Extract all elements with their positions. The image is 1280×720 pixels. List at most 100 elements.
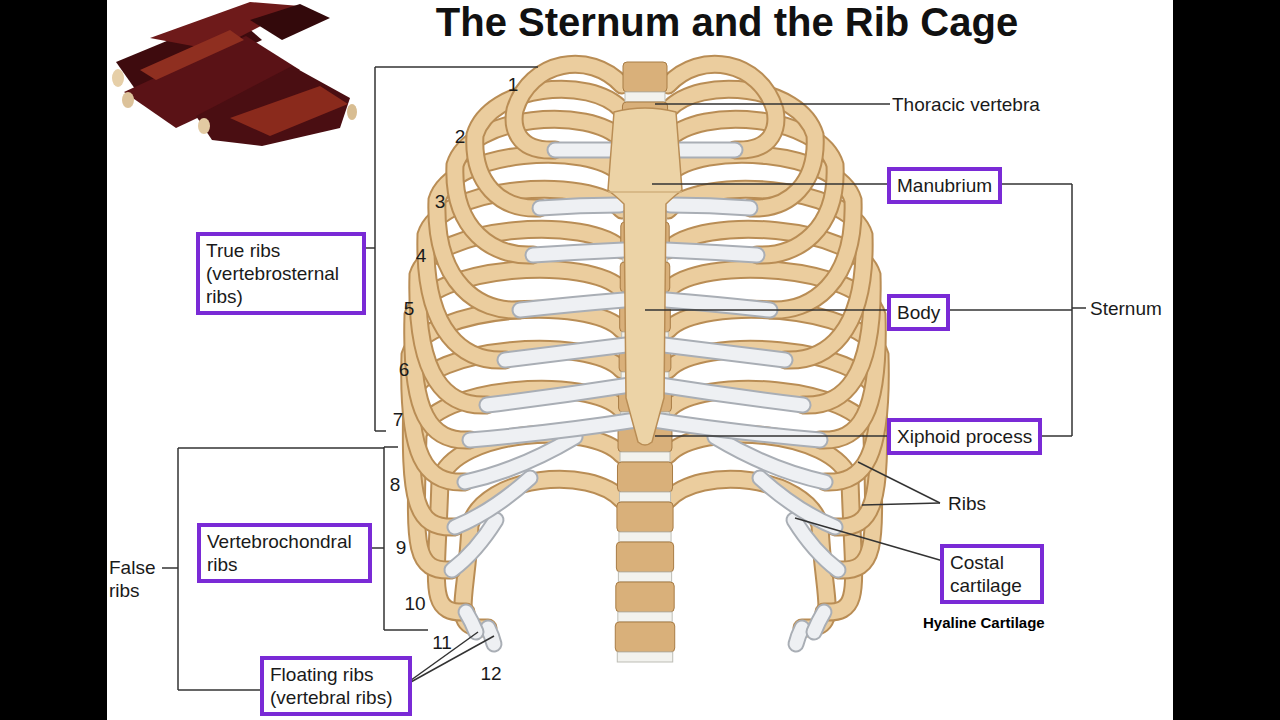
photo-rib — [196, 66, 350, 146]
callout-number: 1 — [508, 73, 519, 96]
leader-lines — [162, 67, 1086, 690]
leader-line — [655, 435, 895, 437]
term-text: Body — [897, 301, 940, 324]
costal-cartilage-left — [452, 150, 636, 644]
costal-cartilage — [814, 612, 824, 632]
costal-cartilage — [520, 300, 624, 310]
rib-outline — [475, 89, 622, 208]
cartilage-outline — [533, 250, 624, 255]
vertebra — [615, 622, 674, 652]
rib-outline — [514, 64, 622, 150]
costal-cartilage — [664, 345, 785, 360]
photo-bone — [112, 69, 124, 87]
photo-bone — [198, 118, 210, 134]
costal-cartilage — [533, 250, 624, 255]
leader-line — [645, 309, 895, 311]
rib-bone — [514, 64, 622, 150]
vertebrochondral-bracket — [384, 629, 428, 631]
disc — [618, 572, 671, 582]
term-text: Xiphoid process — [897, 425, 1032, 448]
disc — [618, 612, 672, 622]
callout-number: 9 — [396, 536, 407, 559]
costal-cartilage — [654, 420, 820, 440]
costal-cartilage-right — [654, 150, 838, 644]
cartilage-outline — [520, 300, 624, 310]
leader-line — [858, 462, 940, 503]
vertebrochondral-bracket — [384, 446, 398, 448]
term-box: Costal cartilage — [940, 544, 1044, 604]
cartilage-outline — [505, 345, 626, 360]
true-ribs-bracket — [374, 67, 376, 431]
term-box: Floating ribs (vertebral ribs) — [260, 656, 412, 716]
costal-cartilage — [666, 300, 770, 310]
group-label: False ribs — [109, 556, 167, 602]
disc — [620, 452, 670, 462]
costal-cartilage — [670, 205, 750, 208]
costal-cartilage — [660, 385, 803, 405]
cartilage-outline — [666, 250, 757, 255]
term-box: True ribs (vertebrosternal ribs) — [196, 232, 366, 315]
vertebra — [616, 542, 673, 572]
callout-number: 6 — [399, 358, 410, 381]
bracket-line — [162, 567, 178, 569]
leader-line — [795, 518, 950, 563]
rib-bone — [668, 89, 815, 208]
rib-bone — [668, 434, 854, 612]
callout-number: 2 — [455, 125, 466, 148]
term-text: Manubrium — [897, 174, 992, 197]
callout-number: 10 — [404, 592, 425, 615]
callout-number: 8 — [390, 473, 401, 496]
costal-cartilage — [470, 420, 636, 440]
callout-number: 11 — [432, 631, 452, 654]
disc — [619, 532, 671, 542]
cartilage-outline — [796, 628, 802, 644]
slide-title: The Sternum and the Rib Cage — [436, 0, 1018, 44]
cartilage-outline — [470, 420, 636, 440]
term-box: Vertebrochondral ribs — [197, 523, 372, 583]
photo-bone — [122, 92, 134, 108]
costal-cartilage — [540, 205, 620, 208]
term-box: Manubrium — [887, 167, 1002, 204]
costal-cartilage — [675, 144, 735, 157]
cartilage-outline — [555, 142, 615, 159]
cartilage-outline — [670, 205, 750, 208]
costal-cartilage — [466, 612, 476, 632]
part-label: Thoracic vertebra — [892, 93, 1040, 116]
term-text: Costal cartilage — [950, 551, 1034, 597]
cartilage-outline — [540, 205, 620, 208]
sternum — [608, 108, 682, 445]
rib-bone — [668, 64, 776, 150]
cartilage-outline — [660, 385, 803, 405]
vertebra — [616, 582, 674, 612]
photo-glaze — [140, 30, 244, 80]
part-label: Sternum — [1090, 297, 1162, 320]
leader-line — [655, 103, 890, 105]
cartilage-outline — [675, 142, 735, 159]
rib-bone — [475, 89, 622, 208]
rib-outline — [668, 64, 776, 150]
vertebra — [617, 502, 673, 532]
disc — [619, 492, 670, 502]
ribs-photo — [112, 2, 357, 146]
false-ribs-bracket — [177, 448, 179, 690]
leader-line — [862, 503, 940, 505]
cartilage-outline — [814, 612, 824, 632]
term-text: Floating ribs (vertebral ribs) — [270, 663, 402, 709]
photo-glaze — [230, 86, 348, 136]
costal-cartilage — [666, 250, 757, 255]
sternum-bracket — [1071, 184, 1073, 436]
bracket-line — [930, 309, 1072, 311]
costal-cartilage — [487, 385, 630, 405]
costal-cartilage — [796, 628, 802, 644]
bracket-line — [990, 183, 1072, 185]
slide-panel — [107, 0, 1173, 720]
cartilage-outline — [466, 612, 476, 632]
photo-bone — [347, 104, 357, 120]
costal-cartilage — [555, 144, 615, 157]
vertebra — [617, 462, 672, 492]
disc — [617, 652, 672, 662]
cartilage-outline — [666, 300, 770, 310]
part-label: Ribs — [948, 492, 986, 515]
